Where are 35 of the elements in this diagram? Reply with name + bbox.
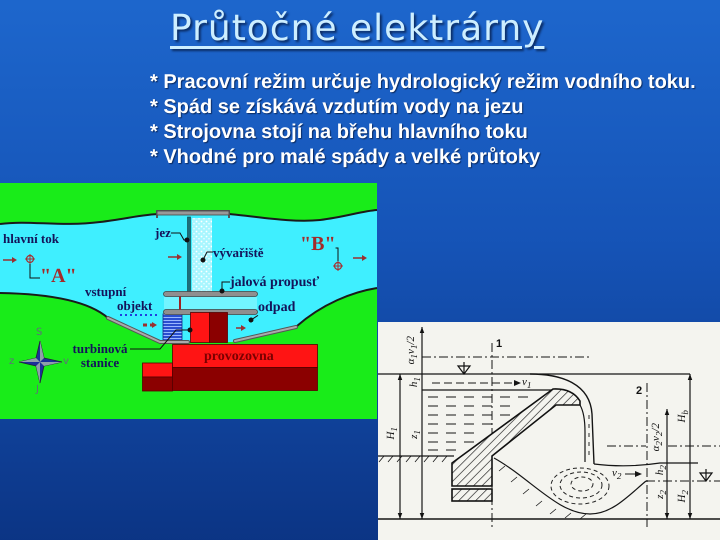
section-number: 1 [496,339,502,350]
slide-title: Průtočné elektrárny [170,8,544,50]
leader-line [130,328,192,350]
leader-line [200,252,214,262]
crosshair-marker [25,254,35,264]
point-label: "B" [300,234,336,254]
intake-label: vstupní objekt [85,285,154,314]
leader-line [30,264,40,278]
velocity-label: v$_{1}$ [522,377,532,390]
compass-letter: z [9,357,14,367]
leader-line [170,232,190,242]
weir [187,217,191,293]
turbine-label: turbinová stanice [70,342,130,371]
point-label: "A" [40,266,77,286]
velocity-label: v$_{2}$ [612,468,622,482]
compass-letter: v [63,357,69,367]
weir-label: jez [155,226,171,240]
bullet-text: * Vhodné pro malé spády a velké průtoky [150,145,540,169]
section-number: 2 [636,386,642,397]
spillway-label: jalová propusť [230,275,320,290]
leader-line [335,248,338,262]
outlet-label: odpad [258,300,296,316]
river-label: hlavní tok [3,232,59,246]
bullet-text: * Pracovní režim určuje hydrologický režim vodního toku. [150,70,696,94]
compass-letter: J [36,385,39,395]
leader-line [220,282,230,294]
spillway-channel [163,291,258,315]
bullet-text: * Spád se získává vzdutím vody na jezu [150,95,524,119]
leader-line [248,314,258,322]
crosshair-marker [333,261,343,271]
bullet-text: * Strojovna stojí na břehu hlavního toku [150,120,528,144]
building-label: provozovna [204,349,274,364]
turbine-block [190,312,228,343]
stilling-basin-label: vývařiště [213,246,264,260]
compass-letter: S [36,328,42,338]
